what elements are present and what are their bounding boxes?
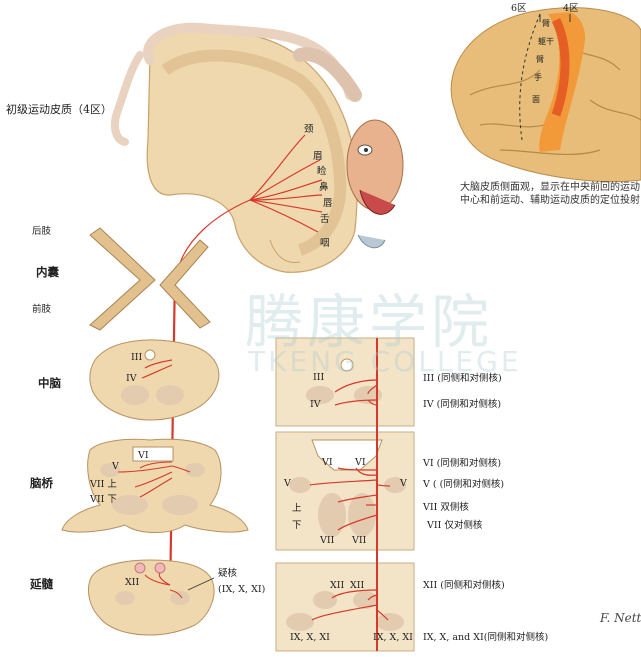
- inset-strip-face: 面: [532, 95, 540, 104]
- box-VI-left: VI: [322, 457, 333, 468]
- forelimb-label: 前肢: [32, 304, 52, 315]
- box-VII-right: VII: [352, 535, 367, 546]
- inset-area4: 4区: [563, 3, 579, 14]
- cortex-section: [110, 22, 362, 273]
- inset-brain: [450, 7, 641, 183]
- legend-V: V ( (同侧和对侧核): [423, 479, 505, 490]
- artist-signature: F. Netter: [600, 611, 641, 625]
- box-upper: 上: [292, 503, 302, 514]
- legend-IV: IV (同侧和对侧核): [423, 399, 502, 410]
- pons-VII-lower: VII 下: [90, 494, 117, 505]
- body-part-eyelid: 睑: [317, 166, 327, 177]
- inset-strip-trunk: 躯干: [538, 37, 554, 46]
- medulla-XII: XII: [125, 577, 140, 588]
- medulla-label: 延髓: [30, 577, 53, 591]
- box-VI-right: VI: [355, 457, 366, 468]
- internal-capsule: [89, 227, 211, 331]
- body-part-pharynx: 咽: [320, 238, 330, 249]
- midbrain-section: [89, 339, 220, 421]
- schematic-boxes: [275, 337, 415, 652]
- capsule-label: 内囊: [36, 265, 59, 279]
- legend-IXXXI: IX, X, and XI(同侧和对侧核): [423, 632, 549, 643]
- inset-caption: 大脑皮质侧面观，显示在中央前回的运动中心和前运动、辅助运动皮质的定位投射: [460, 182, 640, 206]
- tract-fan: [177, 134, 323, 271]
- legend-VI: VI (同侧和对侧核): [423, 458, 502, 469]
- midbrain-III: III: [131, 352, 143, 363]
- box-V-left: V: [284, 478, 291, 489]
- legend-VII-bilateral: VII 双侧核: [423, 502, 469, 513]
- body-part-nose: 鼻: [319, 182, 329, 193]
- inset-strip-hand: 手: [534, 73, 542, 82]
- box-XII-right: XII: [350, 580, 365, 591]
- inset-area6: 6区: [511, 3, 527, 14]
- pons-section: [61, 438, 249, 533]
- hindlimb-label: 后肢: [32, 226, 52, 237]
- box-IV: IV: [310, 399, 321, 410]
- box-lower: 下: [292, 520, 302, 531]
- homunculus-face: [346, 119, 404, 249]
- pons-V: V: [112, 461, 119, 472]
- medulla-section: [87, 559, 215, 636]
- box-VII-left: VII: [320, 535, 335, 546]
- corticobulbar-tract: [168, 269, 177, 601]
- inset-strip-arm2: 臂: [536, 55, 544, 64]
- box-V-right: V: [400, 478, 407, 489]
- box-III: III: [313, 372, 325, 383]
- body-part-neck: 颈: [304, 124, 314, 135]
- watermark-en: TKENG COLLEGE: [248, 345, 522, 378]
- box-XII-left: XII: [330, 580, 345, 591]
- legend-III: III (同侧和对侧核): [423, 373, 502, 384]
- pons-VII-upper: VII 上: [90, 479, 117, 490]
- body-part-lips: 唇: [323, 198, 333, 209]
- pons-VI: VI: [138, 450, 149, 461]
- box-IXXXI-left: IX, X, XI: [290, 632, 330, 643]
- legend-XII: XII (同侧和对侧核): [423, 580, 505, 591]
- inset-strip-arm1: 臂: [542, 19, 550, 28]
- cortex-label: 初级运动皮质（4区）: [6, 103, 112, 116]
- watermark-cn: 腾康学院: [245, 288, 494, 356]
- midbrain-IV: IV: [126, 373, 137, 384]
- body-part-tongue: 舌: [320, 214, 330, 225]
- box-IXXXI-right: IX, X, XI: [373, 632, 413, 643]
- pons-label: 脑桥: [30, 476, 53, 490]
- legend-VII-contra: VII 仅对侧核: [427, 520, 483, 531]
- midbrain-label: 中脑: [38, 376, 61, 390]
- body-part-brow: 眉: [313, 151, 323, 162]
- medulla-ambiguus: 疑核: [218, 568, 238, 579]
- medulla-ambiguus-sub: (IX, X, XI): [218, 584, 266, 595]
- schematic-branches: [309, 379, 391, 621]
